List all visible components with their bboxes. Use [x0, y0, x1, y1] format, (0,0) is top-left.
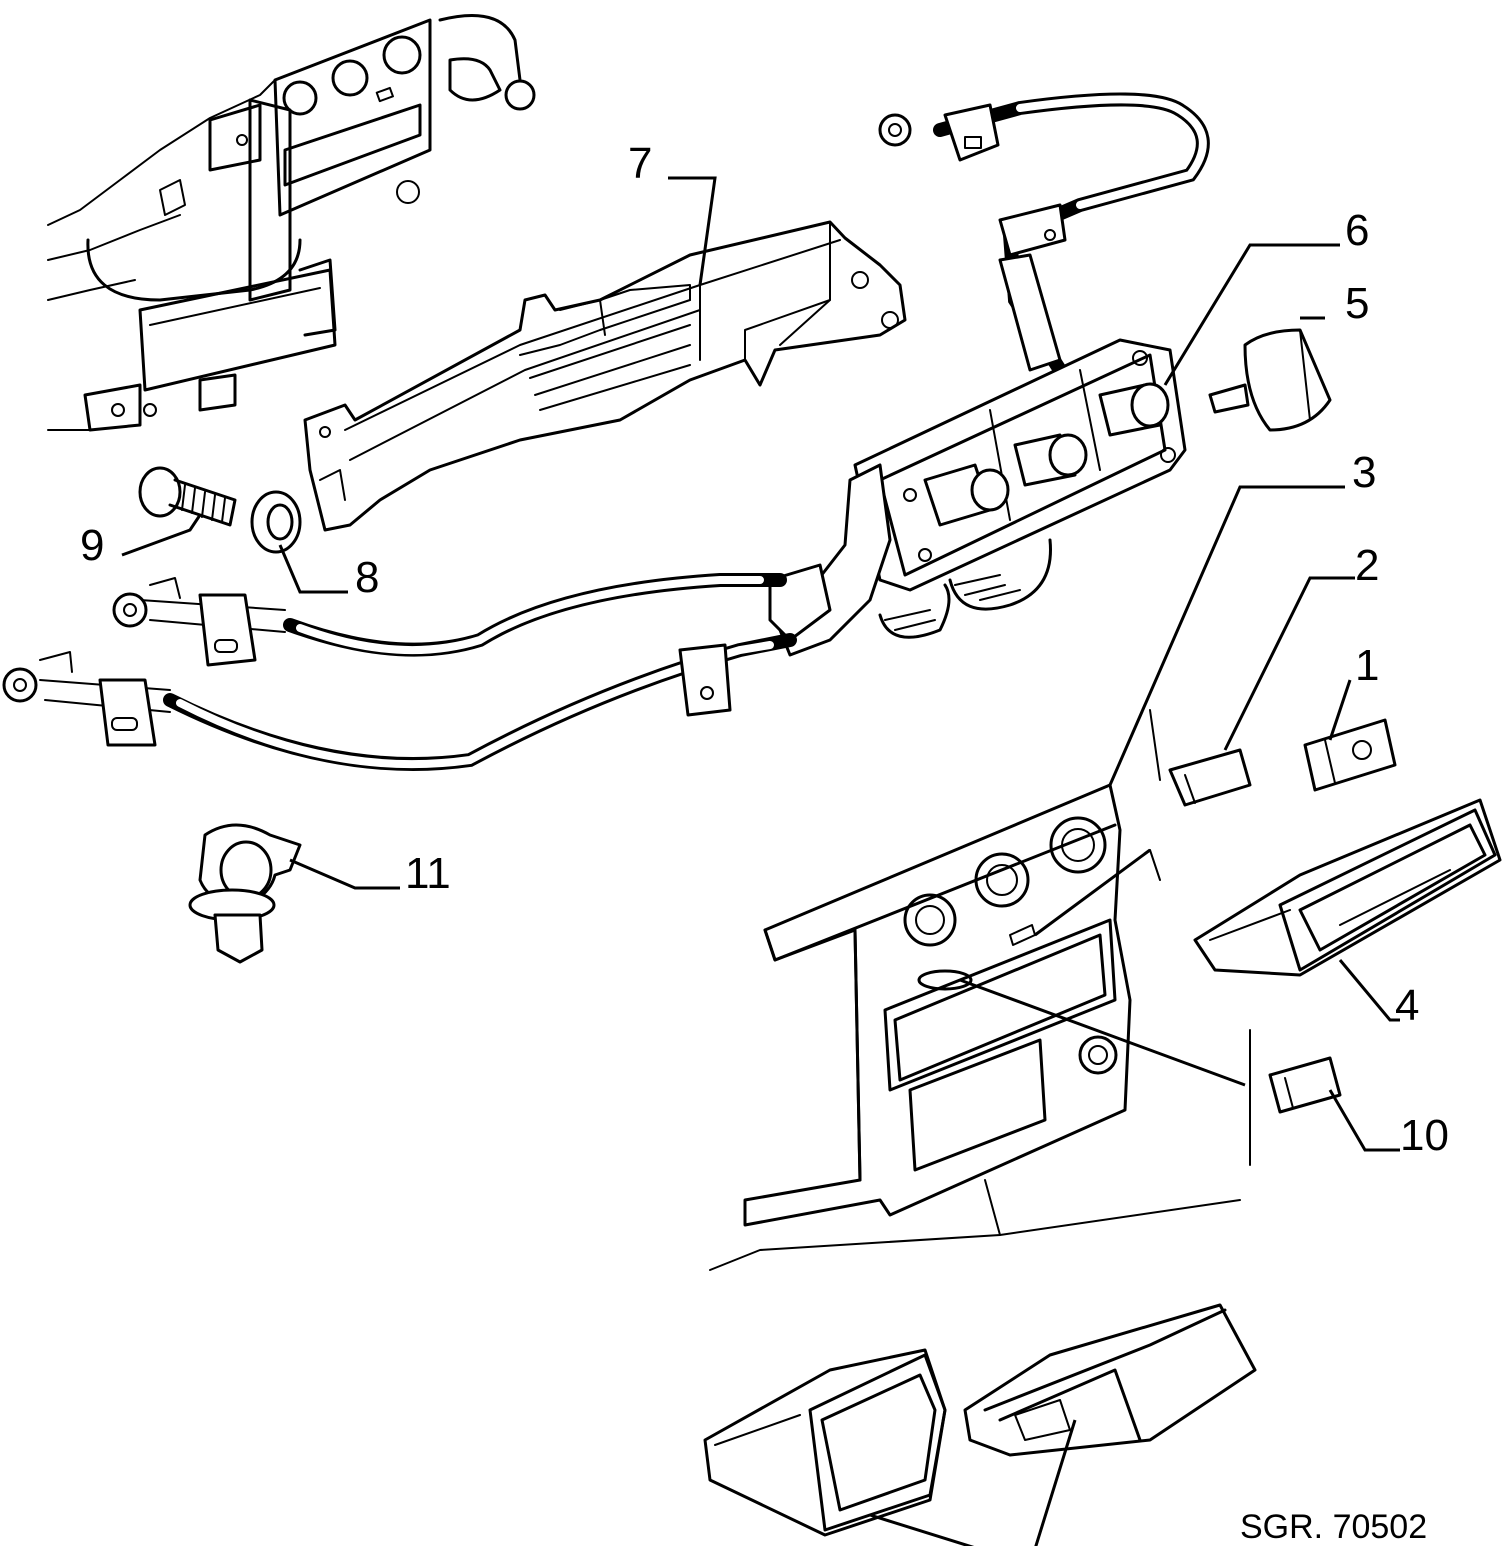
leader-10b	[959, 978, 1246, 1087]
part-9-screw	[138, 466, 237, 527]
part-6-control-assembly	[2, 92, 1210, 771]
part-11-clip	[188, 823, 302, 964]
callout-7: 7	[628, 139, 652, 188]
callout-6: 6	[1345, 206, 1369, 255]
leader-3	[1108, 485, 1345, 786]
leader-11	[289, 858, 400, 890]
callout-2: 2	[1355, 541, 1379, 590]
leader-9	[121, 514, 202, 557]
callout-4: 4	[1395, 981, 1419, 1030]
leader-1	[1328, 679, 1352, 741]
callout-1: 1	[1355, 641, 1379, 690]
callout-labels: 7 6 5 3 2 1 4 10 9 8 11 SGR. 70502	[80, 139, 1449, 1546]
leader-2	[1223, 576, 1355, 751]
part-5-knob	[1208, 328, 1332, 432]
leader-lines	[121, 176, 1400, 1546]
leader-6	[1163, 243, 1340, 386]
callout-9: 9	[80, 521, 104, 570]
part-10-button	[1268, 1056, 1342, 1114]
part-8-washer	[250, 490, 302, 554]
leader-ref	[869, 1419, 1077, 1546]
bottom-vent-right	[963, 1303, 1257, 1457]
leader-10	[1328, 1089, 1400, 1152]
bottom-vent-left	[703, 1348, 947, 1537]
leader-4	[1338, 959, 1400, 1022]
leader-8	[278, 544, 348, 594]
callout-8: 8	[355, 553, 379, 602]
callout-3: 3	[1352, 448, 1376, 497]
part-3-console-panel	[709, 709, 1251, 1271]
leader-3b	[1034, 848, 1151, 937]
part-2-button	[1168, 748, 1252, 807]
callout-11: 11	[405, 849, 451, 898]
part-4-vent	[1193, 798, 1502, 977]
callout-5: 5	[1345, 279, 1369, 328]
part-7-air-duct	[303, 220, 907, 532]
dashboard-context-drawing	[47, 14, 536, 432]
diagram-reference-code: SGR. 70502	[1240, 1508, 1427, 1546]
callout-10: 10	[1400, 1111, 1449, 1160]
part-1-switch	[1303, 718, 1397, 792]
leader-7	[668, 176, 717, 286]
